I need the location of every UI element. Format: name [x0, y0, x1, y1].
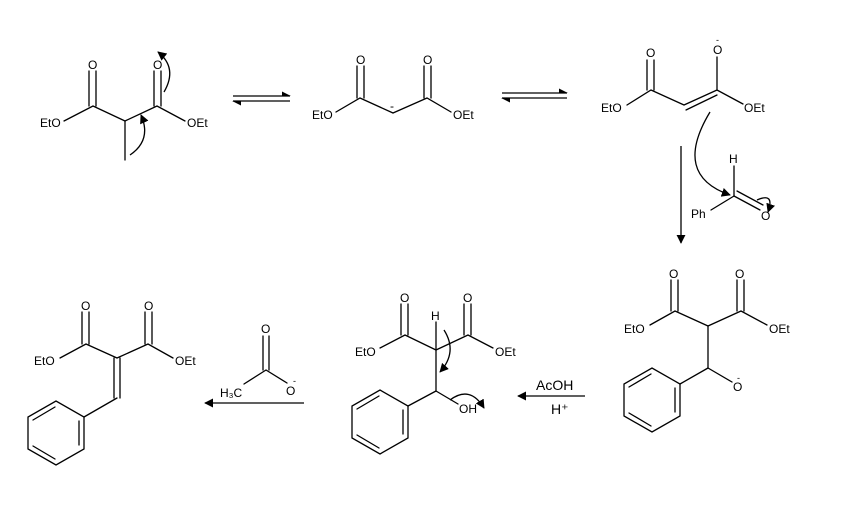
reagent-acetic-acid: AcOH	[536, 377, 573, 393]
ethoxy-label: OEt	[744, 101, 765, 115]
acetate-base: H₃C O O -	[220, 322, 296, 400]
ethoxy-label: EtO	[601, 101, 622, 115]
molecule-carbanion: EtO O O OEt -	[312, 53, 474, 122]
curved-arrow	[129, 114, 149, 156]
carbonyl-oxygen-label: O	[356, 53, 365, 67]
curved-arrow	[449, 393, 485, 409]
oxide-label: O	[713, 43, 722, 57]
negative-charge: -	[737, 373, 740, 383]
oxide-label: O	[733, 380, 742, 394]
oxide-label: O	[286, 384, 295, 398]
ethoxy-label: EtO	[40, 116, 61, 130]
ethoxy-label: OEt	[175, 354, 196, 368]
ethoxy-label: EtO	[34, 354, 55, 368]
ethoxy-label: OEt	[495, 345, 516, 359]
ethoxy-label: EtO	[624, 322, 645, 336]
hydrogen-label: H	[431, 309, 440, 323]
carbonyl-oxygen-label: O	[400, 291, 409, 305]
aldehyde-oxygen-label: O	[761, 209, 770, 223]
carbonyl-oxygen-label: O	[735, 267, 744, 281]
molecule-enolate: EtO O O - OEt	[601, 35, 765, 197]
curved-arrow	[157, 51, 171, 93]
ethoxy-label: OEt	[453, 108, 474, 122]
carbonyl-oxygen-label: O	[463, 291, 472, 305]
carbonyl-oxygen-label: O	[646, 46, 655, 60]
carbonyl-oxygen-label: O	[423, 53, 432, 67]
methyl-label: H₃C	[220, 386, 243, 400]
protonation-step: AcOH H⁺	[517, 377, 585, 417]
molecule-diethyl-malonate: EtO O O OEt	[40, 51, 208, 161]
carbonyl-oxygen-label: O	[144, 299, 153, 313]
molecule-product: EtO O O OEt	[27, 299, 196, 466]
phenyl-label: Ph	[691, 207, 706, 221]
hydroxyl-label: OH	[459, 402, 477, 416]
aldehyde-hydrogen-label: H	[729, 152, 738, 166]
carbonyl-oxygen-label: O	[669, 267, 678, 281]
molecule-alkoxide: EtO O O OEt O -	[623, 267, 790, 433]
negative-charge: -	[293, 376, 296, 386]
equilibrium-arrow	[501, 88, 568, 103]
negative-charge: -	[390, 99, 394, 113]
negative-charge: -	[716, 35, 719, 45]
carbonyl-oxygen-label: O	[261, 322, 270, 336]
ethoxy-label: EtO	[355, 345, 376, 359]
molecule-benzaldehyde: H Ph O	[691, 152, 775, 223]
ethoxy-label: EtO	[312, 108, 333, 122]
equilibrium-arrow	[232, 91, 291, 106]
ethoxy-label: OEt	[187, 116, 208, 130]
curved-arrow	[756, 197, 775, 213]
reagent-proton: H⁺	[551, 401, 569, 417]
curved-arrow	[439, 329, 451, 373]
ethoxy-label: OEt	[769, 322, 790, 336]
carbonyl-oxygen-label: O	[88, 58, 97, 72]
carbonyl-oxygen-label: O	[81, 299, 90, 313]
carbonyl-oxygen-label: O	[153, 58, 162, 72]
molecule-hydroxy-adduct: EtO O O OEt H OH	[351, 291, 516, 455]
curved-arrow	[694, 111, 731, 197]
